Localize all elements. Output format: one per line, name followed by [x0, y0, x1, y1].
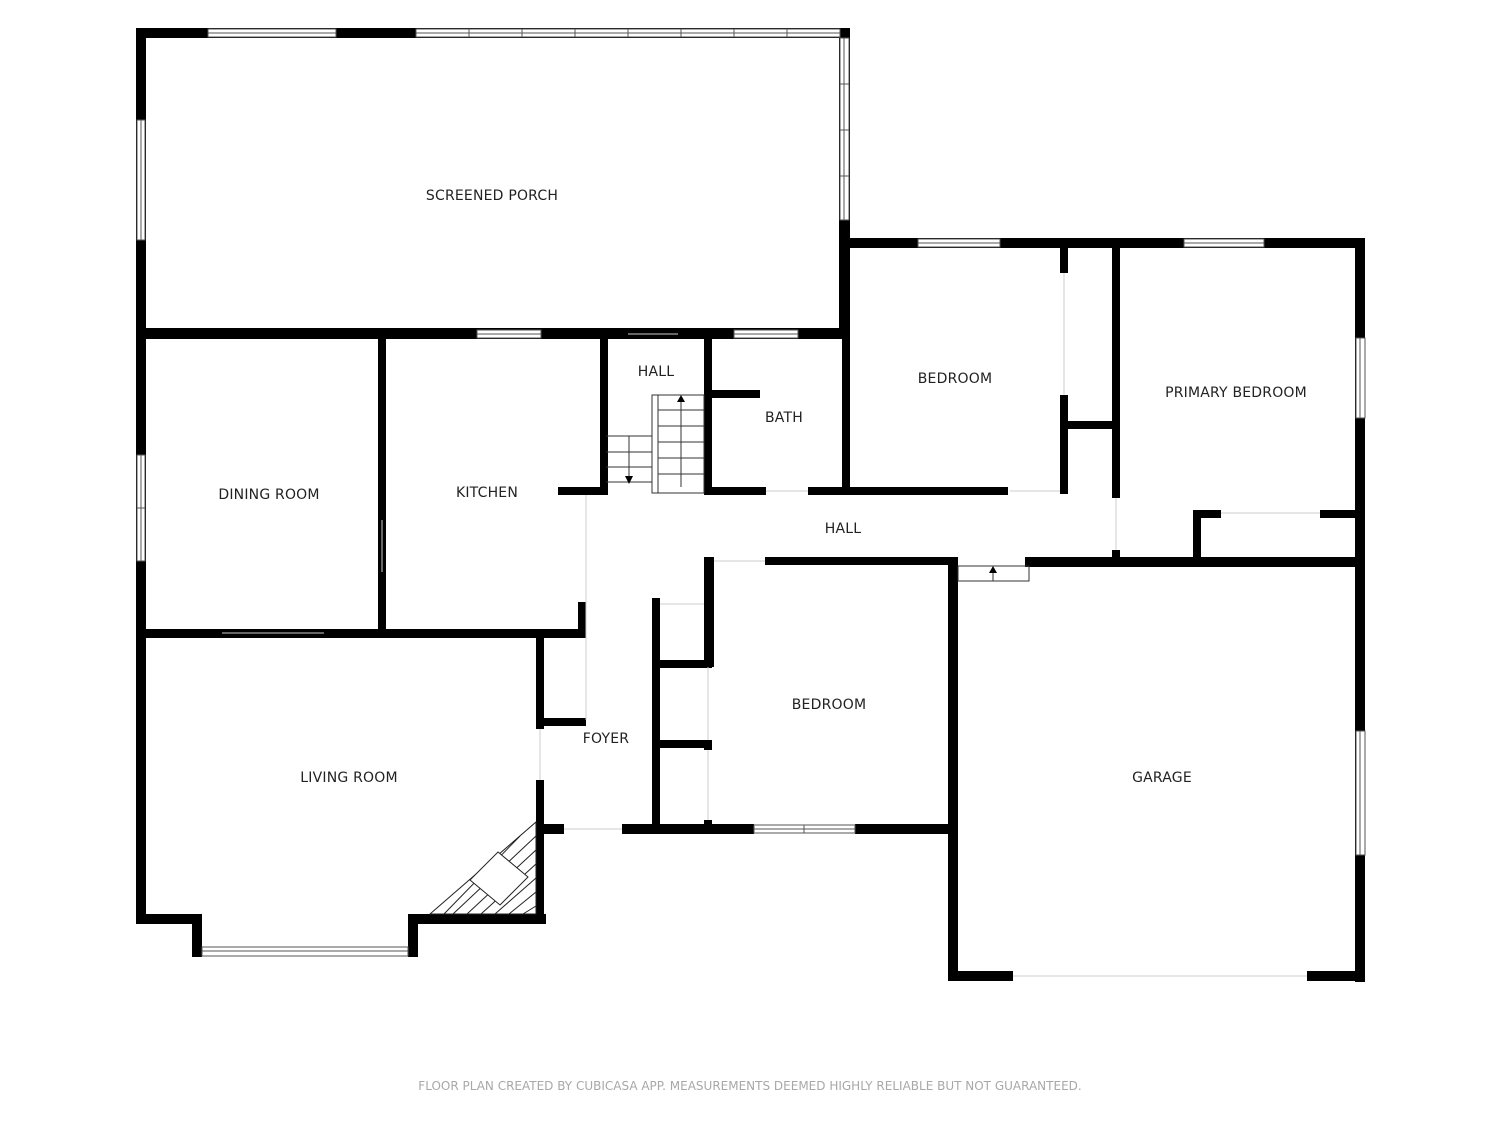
footer-disclaimer: FLOOR PLAN CREATED BY CUBICASA APP. MEAS…	[418, 1079, 1082, 1093]
room-label-garage: GARAGE	[1132, 770, 1192, 786]
windows	[136, 28, 1366, 957]
room-label-dining-room: DINING ROOM	[218, 487, 320, 503]
room-label-hall-main: HALL	[824, 521, 862, 537]
room-label-primary-bedroom: PRIMARY BEDROOM	[1165, 385, 1307, 401]
stairs	[606, 394, 1030, 582]
room-label-screened-porch: SCREENED PORCH	[425, 188, 559, 204]
walls	[136, 28, 1365, 982]
room-label-bedroom-1: BEDROOM	[917, 371, 993, 387]
openings	[222, 273, 1320, 977]
room-label-kitchen: KITCHEN	[455, 485, 519, 501]
room-label-foyer: FOYER	[582, 731, 630, 747]
room-label-living-room: LIVING ROOM	[300, 770, 398, 786]
room-label-bedroom-2: BEDROOM	[791, 697, 867, 713]
room-label-bath: BATH	[765, 410, 803, 426]
room-label-hall-upper: HALL	[637, 364, 675, 380]
fireplace	[428, 820, 537, 915]
